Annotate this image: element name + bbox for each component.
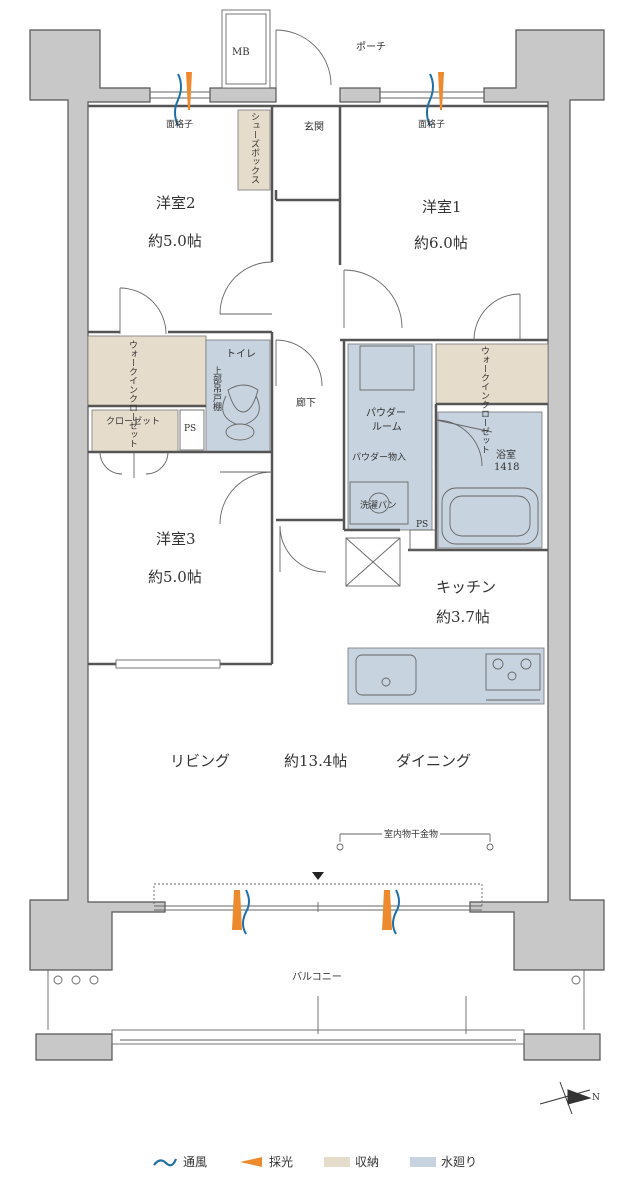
fixtures xyxy=(47,9,585,1045)
wic-right-label: ウォークインクローゼット xyxy=(479,346,489,454)
kitchen-name: キッチン xyxy=(436,578,497,596)
drying-hardware-label: 室内物干金物 xyxy=(382,827,441,840)
wind-icon xyxy=(242,889,250,935)
bath-name: 浴室 xyxy=(496,450,516,461)
sunlight-icon xyxy=(382,890,392,930)
hallway-label: 廊下 xyxy=(296,398,316,409)
main-entrance-marker xyxy=(312,872,324,880)
room1-size: 約6.0帖 xyxy=(414,234,468,252)
kitchen-size: 約3.7帖 xyxy=(436,608,490,626)
toilet-label: トイレ xyxy=(226,349,256,360)
balcony-label: バルコニー xyxy=(292,972,342,983)
compass-north-label: N xyxy=(592,1093,600,1103)
legend-ventilation: 通風 xyxy=(152,1153,207,1170)
entrance-label: 玄関 xyxy=(304,122,324,133)
powder-room-label-1: パウダー xyxy=(366,408,406,419)
compass-icon xyxy=(539,1081,592,1115)
ps-left-label: PS xyxy=(184,424,197,434)
room3-name: 洋室3 xyxy=(156,530,196,548)
wic-left-label: ウォークインクローゼット xyxy=(127,340,137,448)
legend-storage: 収納 xyxy=(324,1153,379,1170)
legend-label: 収納 xyxy=(355,1155,380,1169)
wind-icon xyxy=(426,73,434,127)
legend-label: 採光 xyxy=(269,1155,294,1169)
legend-label: 通風 xyxy=(183,1155,208,1169)
exterior-walls xyxy=(29,29,605,1061)
laundry-pan-label: 洗濯パン xyxy=(360,501,397,511)
room2-name: 洋室2 xyxy=(156,194,196,212)
ps-right-label: PS xyxy=(416,520,429,530)
dining-label: ダイニング xyxy=(396,752,472,770)
water-swatch-icon xyxy=(410,1156,436,1167)
room2-size: 約5.0帖 xyxy=(148,232,202,250)
wind-icon xyxy=(174,73,182,127)
wind-icon xyxy=(153,1158,178,1166)
porch-label: ポーチ xyxy=(356,42,386,53)
lattice-right-label: 面格子 xyxy=(418,120,446,130)
sunlight-icon xyxy=(186,72,192,110)
ld-size: 約13.4帖 xyxy=(284,752,348,770)
window-indicators xyxy=(174,72,444,935)
powder-room-label-2: ルーム xyxy=(372,422,402,433)
wind-icon xyxy=(392,889,400,935)
room3-size: 約5.0帖 xyxy=(148,568,202,586)
upper-shelf-label: 上部吊戸棚 xyxy=(211,366,221,411)
bath-size: 1418 xyxy=(494,462,520,473)
mb-label: MB xyxy=(232,47,250,58)
sunlight-icon xyxy=(240,1156,262,1167)
legend-lighting: 採光 xyxy=(238,1153,293,1170)
powder-storage-label: パウダー物入 xyxy=(352,453,407,463)
shoe-box-label: シューズボックス xyxy=(249,112,259,184)
storage-areas xyxy=(87,109,549,501)
room1-name: 洋室1 xyxy=(422,198,462,216)
storage-swatch-icon xyxy=(324,1156,350,1167)
legend-label: 水廻り xyxy=(441,1155,478,1169)
living-label: リビング xyxy=(170,752,231,770)
sunlight-icon xyxy=(438,72,444,110)
closet-label: クローゼット xyxy=(106,417,161,427)
lattice-left-label: 面格子 xyxy=(166,120,194,130)
legend-water: 水廻り xyxy=(410,1153,477,1170)
sunlight-icon xyxy=(232,890,242,930)
